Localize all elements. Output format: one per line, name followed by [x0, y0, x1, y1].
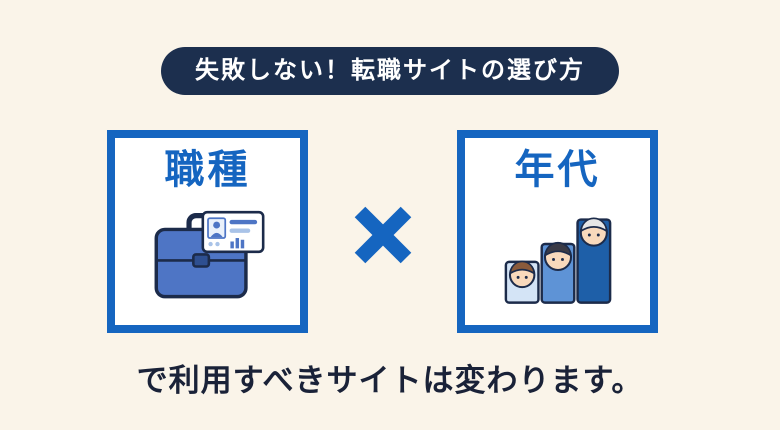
title-badge: 失敗しない！転職サイトの選び方	[161, 47, 619, 95]
job-type-card: 職種	[107, 130, 308, 333]
multiply-icon	[351, 203, 415, 267]
caption-text: で利用すべきサイトは変わります。	[136, 363, 644, 398]
job-type-label: 職種	[164, 148, 251, 192]
age-card: 年代	[457, 130, 658, 333]
age-label: 年代	[514, 148, 601, 192]
age-groups-icon	[501, 192, 615, 325]
briefcase-idcard-icon	[147, 192, 269, 325]
